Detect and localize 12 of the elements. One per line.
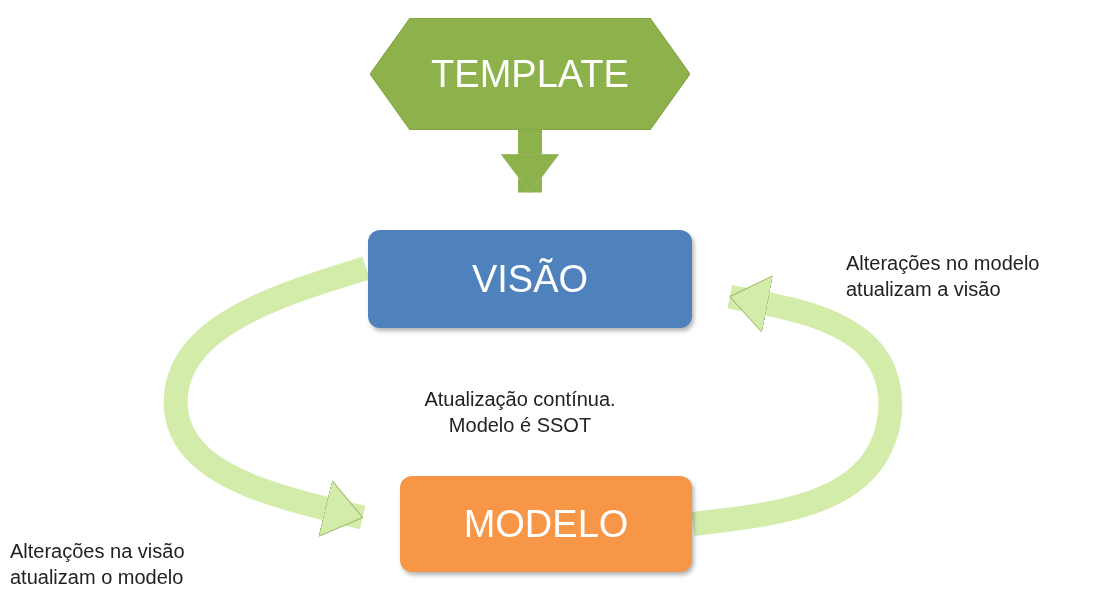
node-label: VISÃO (471, 257, 589, 301)
block-arrow (500, 130, 560, 194)
annotation-text: Alterações no modelo atualizam a visão (846, 251, 1041, 302)
rounded-box (368, 230, 692, 328)
hexagon-shape (370, 18, 690, 130)
curved-arrow (691, 275, 903, 536)
node-label: MODELO (463, 502, 629, 546)
node-label: TEMPLATE (431, 52, 629, 96)
curved-arrow (163, 256, 370, 537)
annotation-text: Atualização contínua. Modelo é SSOT (423, 387, 617, 438)
annotation-text: Alterações na visão atualizam o modelo (10, 539, 186, 590)
rounded-box (400, 476, 692, 572)
